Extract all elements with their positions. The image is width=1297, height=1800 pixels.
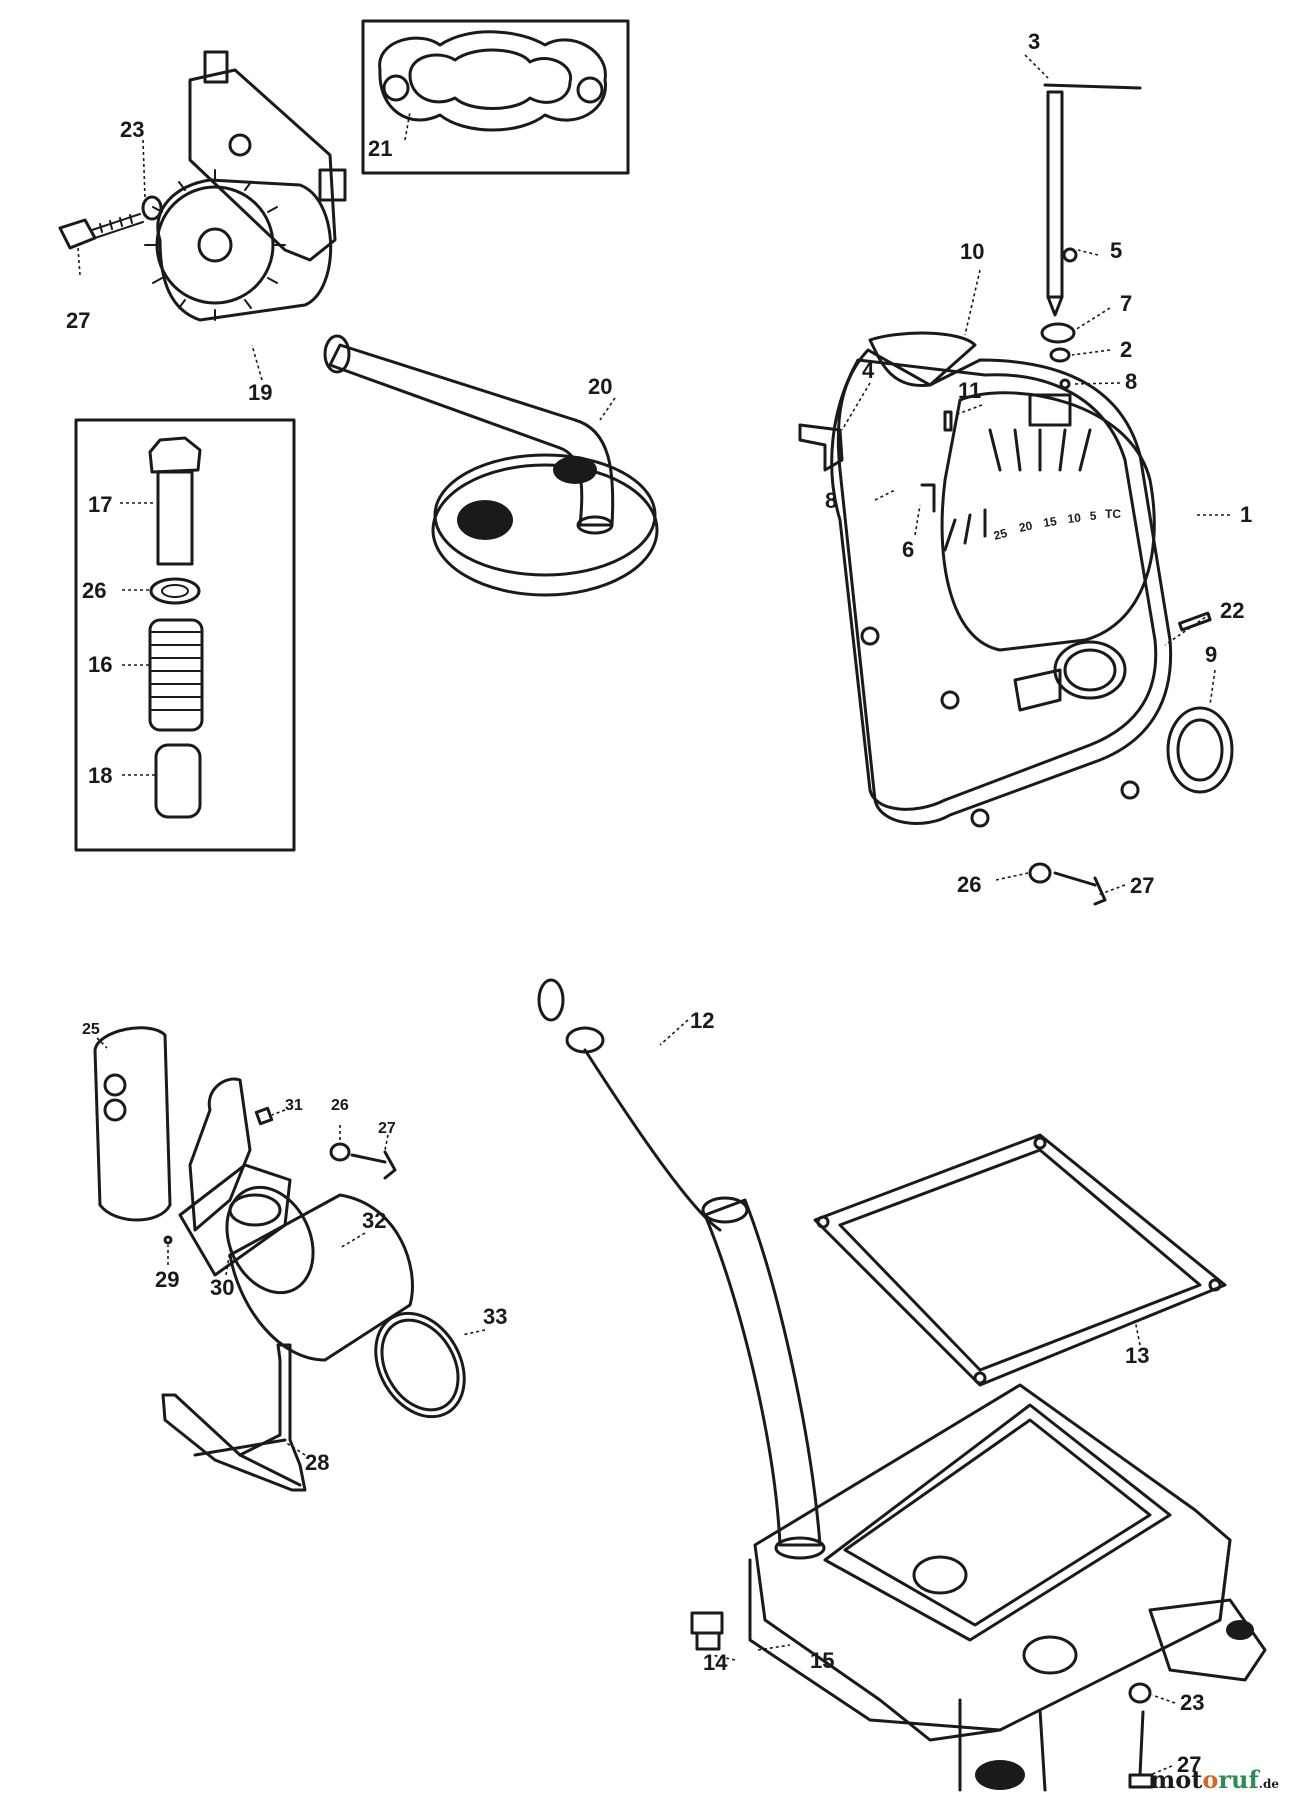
label-28: 28 xyxy=(305,1450,329,1475)
label-22: 22 xyxy=(1220,598,1244,623)
svg-text:TC: TC xyxy=(1105,507,1121,521)
seal-9 xyxy=(1166,706,1234,794)
label-32: 32 xyxy=(362,1208,386,1233)
label-26-valve: 26 xyxy=(82,578,106,603)
washer-26b xyxy=(1028,862,1052,884)
relief-valve-parts xyxy=(148,436,204,819)
washer-23b xyxy=(1128,1682,1152,1704)
label-29: 29 xyxy=(155,1267,179,1292)
oil-pan-15 xyxy=(701,1196,1267,1792)
oil-pickup-20 xyxy=(323,334,659,597)
label-18: 18 xyxy=(88,763,112,788)
pin-6 xyxy=(920,483,936,513)
gear-cover-assembly: 25 20 15 10 5 TC xyxy=(830,331,1173,828)
label-26-cover: 26 xyxy=(957,872,981,897)
label-31: 31 xyxy=(285,1097,303,1114)
watermark-logo: motoruf.de xyxy=(1149,1765,1279,1794)
label-8-top: 8 xyxy=(1125,369,1137,394)
clip-4 xyxy=(798,423,844,472)
label-13: 13 xyxy=(1125,1343,1149,1368)
callout-labels: 3 5 7 2 8 10 11 4 8 6 1 22 9 26 27 23 27… xyxy=(66,29,1252,1777)
oil-filter-group xyxy=(93,1026,466,1492)
label-14: 14 xyxy=(703,1650,728,1675)
pin-22 xyxy=(1178,611,1212,632)
gasket-13 xyxy=(813,1133,1227,1387)
screw-27d xyxy=(1128,1710,1154,1789)
label-20: 20 xyxy=(588,374,612,399)
label-19: 19 xyxy=(248,380,272,405)
label-9: 9 xyxy=(1205,642,1217,667)
label-6: 6 xyxy=(902,537,914,562)
label-25: 25 xyxy=(82,1021,100,1038)
svg-text:20: 20 xyxy=(1018,518,1034,535)
label-7: 7 xyxy=(1120,291,1132,316)
label-5: 5 xyxy=(1110,238,1122,263)
label-27-pump: 27 xyxy=(66,308,90,333)
label-26-filter: 26 xyxy=(331,1097,349,1114)
oil-pump-assembly xyxy=(58,50,347,322)
label-4: 4 xyxy=(862,358,875,383)
gasket-21 xyxy=(378,30,607,132)
label-16: 16 xyxy=(88,652,112,677)
dipstick-3 xyxy=(1043,83,1142,317)
label-2: 2 xyxy=(1120,337,1132,362)
label-27-cover: 27 xyxy=(1130,873,1154,898)
svg-text:10: 10 xyxy=(1067,511,1082,526)
label-3: 3 xyxy=(1028,29,1040,54)
label-27-pan: 27 xyxy=(1177,1752,1201,1777)
label-8-left: 8 xyxy=(825,488,837,513)
timing-marks: 25 20 15 10 5 TC xyxy=(992,507,1121,543)
label-10: 10 xyxy=(960,239,984,264)
label-11: 11 xyxy=(958,378,981,403)
screw-27b xyxy=(1053,871,1107,906)
label-27-filter: 27 xyxy=(378,1120,396,1137)
pin-8a xyxy=(1059,378,1071,390)
label-1: 1 xyxy=(1240,502,1252,527)
washer-2 xyxy=(1049,347,1071,363)
seal-7 xyxy=(1040,322,1076,344)
label-17: 17 xyxy=(88,492,112,517)
label-23-pan: 23 xyxy=(1180,1690,1204,1715)
svg-text:15: 15 xyxy=(1042,514,1058,530)
svg-text:5: 5 xyxy=(1089,509,1097,523)
label-15: 15 xyxy=(810,1648,834,1673)
label-23-pump: 23 xyxy=(120,117,144,142)
label-12: 12 xyxy=(690,1008,714,1033)
drain-plug-14 xyxy=(690,1611,724,1651)
label-30: 30 xyxy=(210,1275,234,1300)
pin-11 xyxy=(943,410,953,432)
label-33: 33 xyxy=(483,1304,507,1329)
relief-valve-frame xyxy=(74,418,296,852)
gasket-21-frame xyxy=(361,19,630,175)
label-21: 21 xyxy=(368,136,392,161)
svg-text:25: 25 xyxy=(992,526,1009,543)
